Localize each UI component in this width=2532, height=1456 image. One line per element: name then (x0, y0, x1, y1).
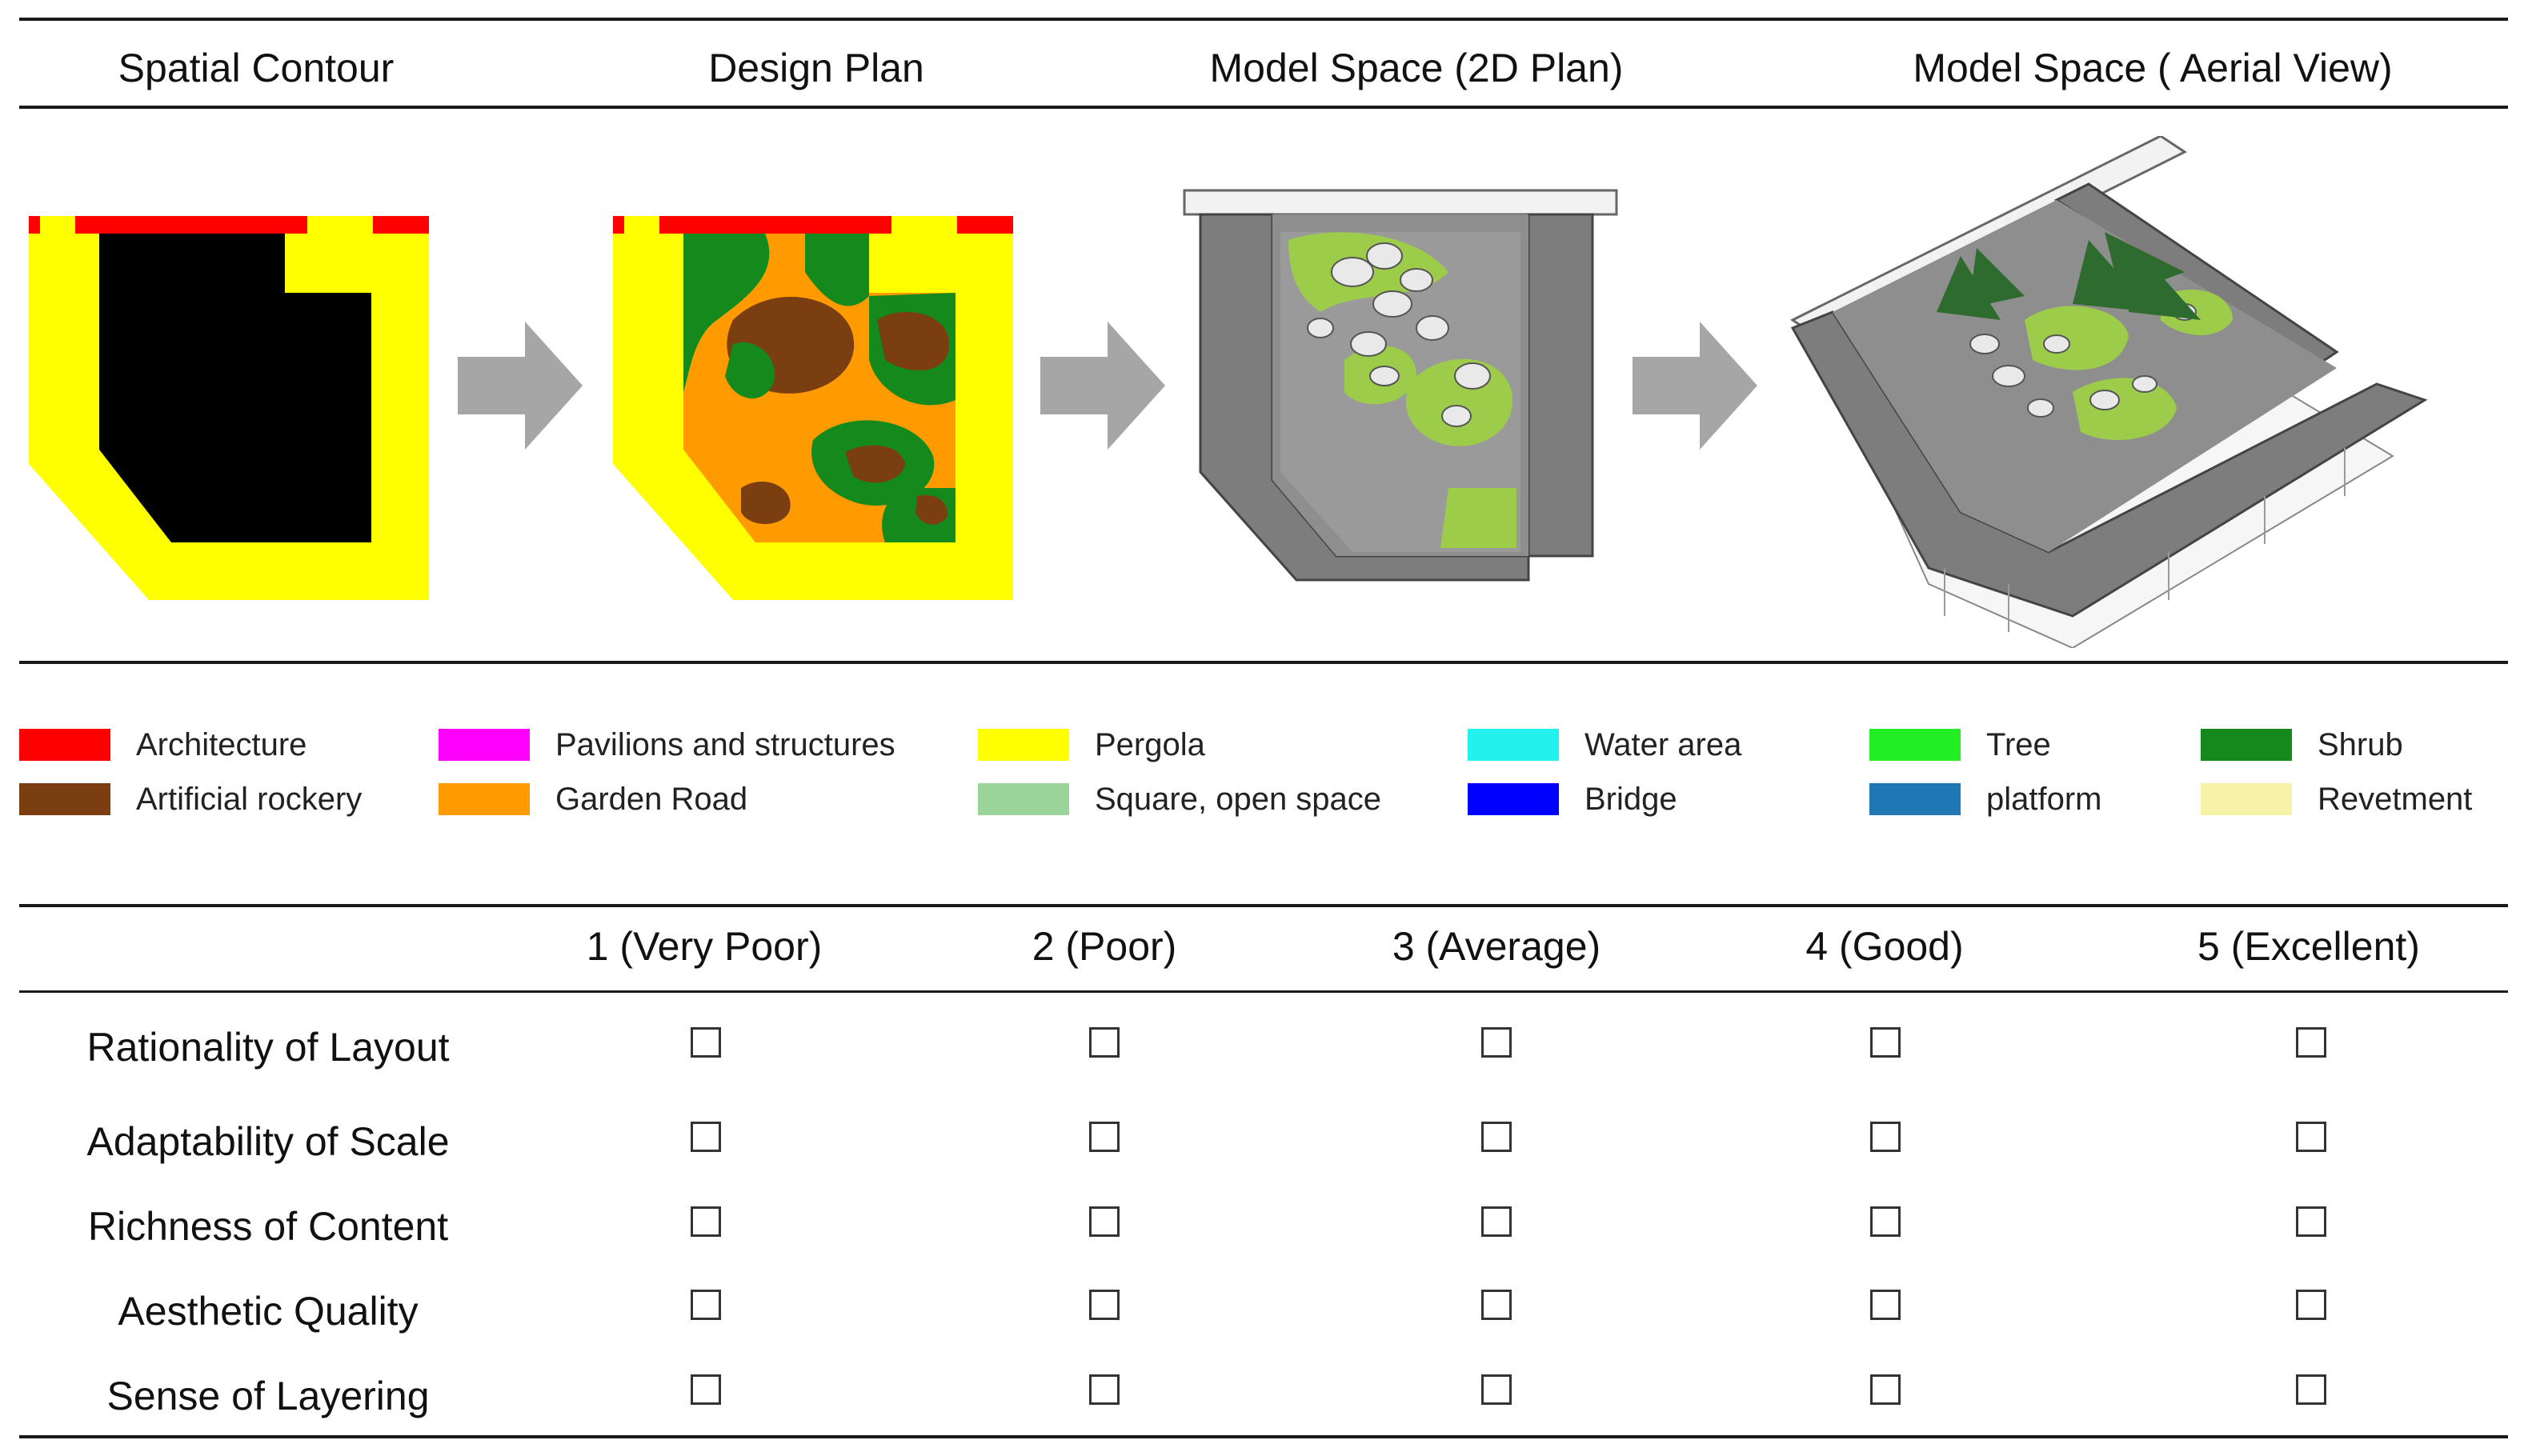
rating-checkbox[interactable] (2296, 1027, 2326, 1058)
criterion-rationality-of-layout: Rationality of Layout (86, 1025, 450, 1070)
arrow-right-icon (1040, 322, 1165, 450)
legend-label: platform (1986, 781, 2102, 817)
stage-title-spatial-contour: Spatial Contour (118, 46, 395, 90)
stage-title-design-plan: Design Plan (708, 46, 924, 90)
legend-item-garden-road: Garden Road (439, 779, 747, 819)
legend-item-tree: Tree (1869, 725, 2051, 765)
rating-checkbox[interactable] (1870, 1122, 1901, 1152)
criterion-aesthetic-quality: Aesthetic Quality (118, 1289, 419, 1334)
rating-checkbox[interactable] (1481, 1122, 1512, 1152)
rating-checkbox[interactable] (2296, 1122, 2326, 1152)
rating-top-rule (19, 904, 2508, 907)
legend-label: Pavilions and structures (555, 726, 895, 762)
arrow-right-icon (1633, 322, 1757, 450)
rating-checkbox[interactable] (1870, 1374, 1901, 1405)
legend-swatch (978, 729, 1069, 761)
legend-label: Revetment (2318, 781, 2473, 817)
legend-label: Garden Road (555, 781, 748, 817)
rating-level-3: 3 (Average) (1392, 924, 1601, 969)
legend-swatch (1869, 783, 1961, 815)
criterion-richness-of-content: Richness of Content (87, 1204, 449, 1249)
legend-swatch (439, 729, 530, 761)
rating-checkbox[interactable] (691, 1290, 721, 1320)
legend-swatch (1468, 729, 1559, 761)
legend-item-pergola: Pergola (978, 725, 1205, 765)
rating-bottom-rule (19, 1435, 2508, 1438)
legend-swatch (1468, 783, 1559, 815)
legend-swatch (19, 783, 110, 815)
legend-swatch (439, 783, 530, 815)
rating-level-2: 2 (Poor) (1032, 924, 1177, 969)
legend-label: Architecture (136, 726, 307, 762)
rating-checkbox[interactable] (1870, 1290, 1901, 1320)
rating-level-5: 5 (Excellent) (2197, 924, 2420, 969)
legend-item-architecture: Architecture (19, 725, 306, 765)
rating-header-rule (19, 990, 2508, 993)
model-aerial-view-image (1790, 136, 2428, 648)
arrow-right-icon (458, 322, 583, 450)
legend-swatch (978, 783, 1069, 815)
rating-checkbox[interactable] (2296, 1374, 2326, 1405)
legend-item-pavilions: Pavilions and structures (439, 725, 895, 765)
legend-item-platform: platform (1869, 779, 2102, 819)
rating-checkbox[interactable] (691, 1122, 721, 1152)
rating-checkbox[interactable] (1481, 1290, 1512, 1320)
rating-checkbox[interactable] (2296, 1290, 2326, 1320)
rating-level-1: 1 (Very Poor) (586, 924, 823, 969)
legend-item-revetment: Revetment (2201, 779, 2472, 819)
rating-checkbox[interactable] (1870, 1027, 1901, 1058)
legend-item-water-area: Water area (1468, 725, 1741, 765)
panels-bottom-rule (19, 661, 2508, 664)
rating-checkbox[interactable] (1089, 1027, 1120, 1058)
legend-label: Shrub (2318, 726, 2403, 762)
legend-label: Bridge (1585, 781, 1677, 817)
rating-checkbox[interactable] (1481, 1206, 1512, 1237)
header-rule (19, 106, 2508, 109)
legend-item-square-open-space: Square, open space (978, 779, 1381, 819)
legend-swatch (19, 729, 110, 761)
rating-checkbox[interactable] (691, 1027, 721, 1058)
criterion-sense-of-layering: Sense of Layering (106, 1374, 430, 1418)
stage-title-model-aerial: Model Space ( Aerial View) (1913, 46, 2393, 90)
legend-item-bridge: Bridge (1468, 779, 1677, 819)
legend-item-artificial-rockery: Artificial rockery (19, 779, 362, 819)
stage-title-model-2d: Model Space (2D Plan) (1209, 46, 1624, 90)
rating-checkbox[interactable] (691, 1206, 721, 1237)
rating-checkbox[interactable] (1870, 1206, 1901, 1237)
criterion-adaptability-of-scale: Adaptability of Scale (86, 1119, 450, 1164)
rating-checkbox[interactable] (691, 1374, 721, 1405)
top-rule (19, 18, 2508, 21)
legend-item-shrub: Shrub (2201, 725, 2403, 765)
rating-checkbox[interactable] (1481, 1374, 1512, 1405)
rating-checkbox[interactable] (1089, 1290, 1120, 1320)
model-2d-plan-image (1183, 189, 1618, 582)
rating-checkbox[interactable] (1089, 1122, 1120, 1152)
rating-checkbox[interactable] (2296, 1206, 2326, 1237)
spatial-contour-image (29, 216, 429, 600)
rating-level-4: 4 (Good) (1805, 924, 1964, 969)
legend-label: Pergola (1095, 726, 1205, 762)
rating-checkbox[interactable] (1089, 1206, 1120, 1237)
legend-label: Water area (1585, 726, 1742, 762)
legend-swatch (2201, 729, 2292, 761)
legend-label: Tree (1986, 726, 2051, 762)
spatial-contour-shape (99, 234, 371, 542)
legend-label: Square, open space (1095, 781, 1382, 817)
legend-label: Artificial rockery (136, 781, 363, 817)
legend-swatch (1869, 729, 1961, 761)
rating-checkbox[interactable] (1481, 1027, 1512, 1058)
rating-checkbox[interactable] (1089, 1374, 1120, 1405)
design-plan-image (613, 216, 1013, 600)
legend-swatch (2201, 783, 2292, 815)
